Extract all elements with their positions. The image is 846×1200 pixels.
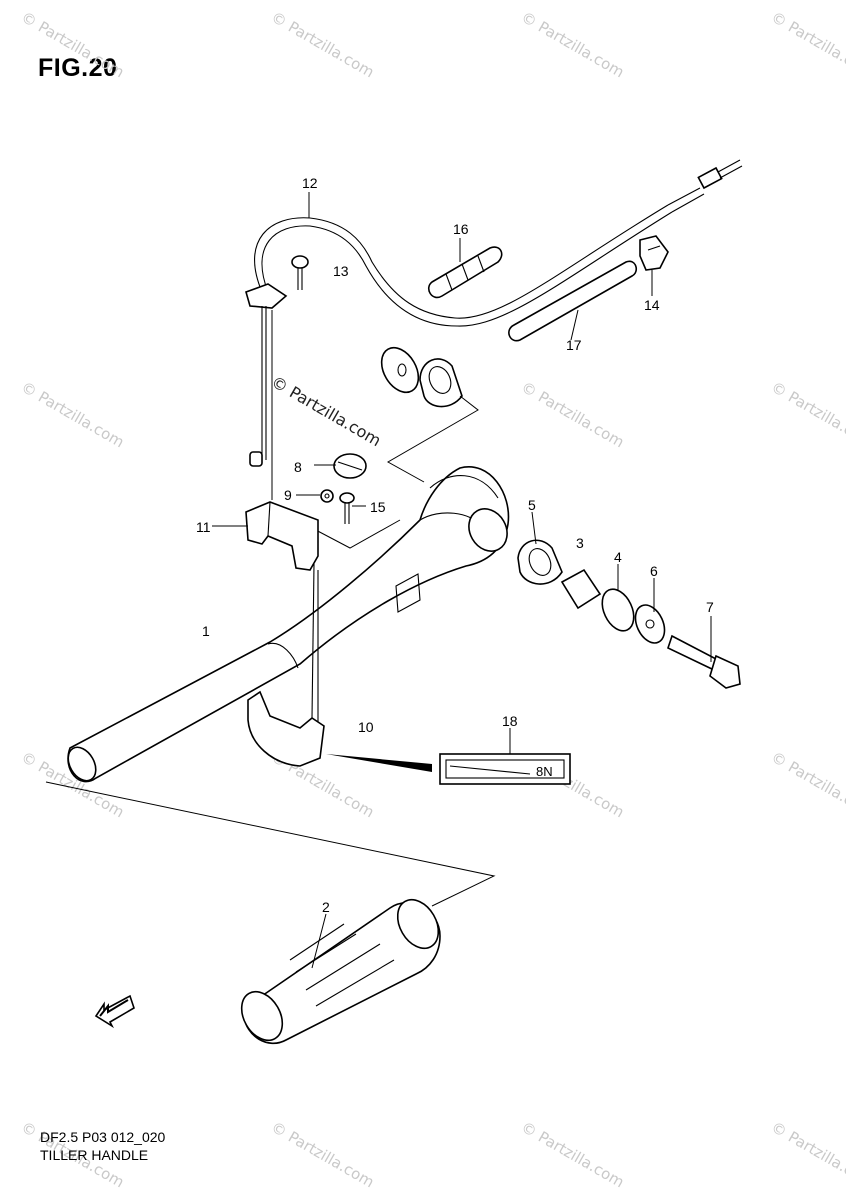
part-5-bushing <box>517 539 563 585</box>
watermark: © Partzilla.com <box>768 378 846 451</box>
callout-14: 14 <box>644 297 660 313</box>
watermark-layer: © Partzilla.com © Partzilla.com © Partzi… <box>18 8 846 1191</box>
part-3-collar <box>560 568 602 610</box>
figure-footer: DF2.5 P03 012_020 TILLER HANDLE <box>40 1128 165 1164</box>
part-13-screw <box>291 255 309 290</box>
part-14-clip <box>639 235 669 271</box>
diagram-code: DF2.5 P03 012_020 <box>40 1129 166 1145</box>
part-7-bolt <box>667 634 741 689</box>
callout-1: 1 <box>202 623 210 639</box>
part-6-washer <box>634 604 666 644</box>
callout-6: 6 <box>650 563 658 579</box>
callout-12: 12 <box>302 175 318 191</box>
upper-bushing <box>419 358 463 408</box>
upper-washer <box>380 346 420 394</box>
figure-title: FIG.20 <box>38 54 118 82</box>
part-10-lower-clamp <box>247 563 325 767</box>
part-18-decal: 8N <box>326 753 571 785</box>
part-11-upper-clamp <box>245 501 319 571</box>
part-8-friction-knob <box>333 453 367 479</box>
callout-3: 3 <box>576 535 584 551</box>
part-15-screw <box>339 492 355 524</box>
watermark: © Partzilla.com <box>268 8 377 81</box>
callout-7: 7 <box>706 599 714 615</box>
watermark: © Partzilla.com <box>768 1118 846 1191</box>
callout-2: 2 <box>322 899 330 915</box>
watermark: © Partzilla.com <box>518 1118 627 1191</box>
part-2-throttle-grip <box>240 898 441 1045</box>
watermark-center: © Partzilla.com <box>268 372 384 450</box>
watermark: © Partzilla.com <box>18 8 127 81</box>
decal-text: 8N <box>536 764 553 779</box>
part-4-washer <box>601 588 635 632</box>
part-12-throttle-cable <box>245 159 743 500</box>
watermark: © Partzilla.com <box>518 8 627 81</box>
callout-11: 11 <box>196 519 211 535</box>
part-17-tube <box>508 260 638 342</box>
callout-9: 9 <box>284 487 292 503</box>
assembly-lines <box>45 395 496 907</box>
watermark: © Partzilla.com <box>768 8 846 81</box>
callout-17: 17 <box>566 337 582 353</box>
diagram-name: TILLER HANDLE <box>40 1147 149 1163</box>
watermark: © Partzilla.com <box>518 378 627 451</box>
front-direction-arrow-icon <box>94 994 135 1029</box>
callout-5: 5 <box>528 497 536 513</box>
callout-15: 15 <box>370 499 386 515</box>
watermark: © Partzilla.com <box>18 378 127 451</box>
callout-8: 8 <box>294 459 302 475</box>
callout-10: 10 <box>358 719 374 735</box>
part-1-tiller-handle <box>67 466 510 783</box>
part-9-nut <box>320 489 334 503</box>
leader-lines <box>212 192 712 969</box>
callout-16: 16 <box>453 221 469 237</box>
callout-18: 18 <box>502 713 518 729</box>
callout-13: 13 <box>333 263 349 279</box>
callout-numbers: 12 13 16 14 17 8 9 15 11 5 3 4 6 7 1 10 … <box>196 175 714 915</box>
callout-4: 4 <box>614 549 622 565</box>
watermark: © Partzilla.com <box>768 748 846 821</box>
watermark: © Partzilla.com <box>268 1118 377 1191</box>
part-16-cable-sleeve <box>427 246 503 299</box>
